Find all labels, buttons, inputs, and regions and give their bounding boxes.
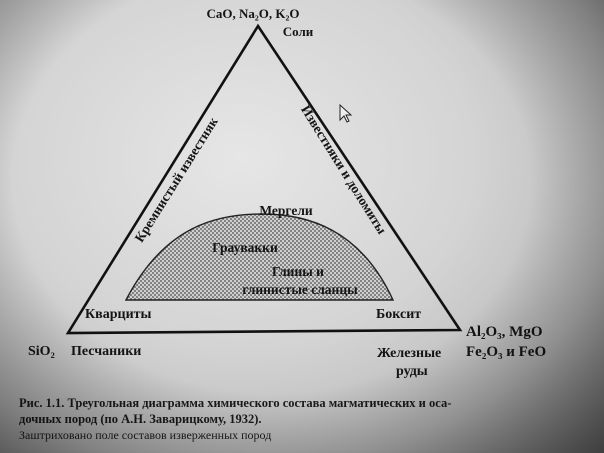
mouse-cursor-icon xyxy=(339,103,353,123)
right-vertex-name-1: Железные xyxy=(377,346,441,361)
right-inner-label: Боксит xyxy=(376,307,421,322)
right-vertex-formula-2: Fe₂O₃ и FeO xyxy=(466,344,546,360)
left-inner-label: Кварциты xyxy=(85,307,152,322)
region-marls-label: Мергели xyxy=(259,203,313,218)
caption-line-1: Рис. 1.1. Треугольная диаграмма химическ… xyxy=(19,396,452,410)
top-vertex-formula: CaO, Na₂O, K₂O xyxy=(206,6,299,21)
right-vertex-formula-1: Al₂O₃, MgO xyxy=(466,324,543,340)
region-clays-label-1: Глины и xyxy=(272,264,324,279)
right-vertex-name-2: руды xyxy=(396,364,428,379)
top-vertex-name: Соли xyxy=(283,24,314,39)
caption-line-2: дочных пород (по А.Н. Заварицкому, 1932)… xyxy=(19,412,262,426)
region-graywacke-label: Граувакки xyxy=(212,240,278,255)
left-vertex-name: Песчаники xyxy=(71,344,141,359)
region-clays-label-2: глинистые сланцы xyxy=(242,282,358,297)
left-vertex-formula: SiO₂ xyxy=(28,344,55,359)
caption-line-3: Заштриховано поле составов изверженных п… xyxy=(19,428,272,442)
